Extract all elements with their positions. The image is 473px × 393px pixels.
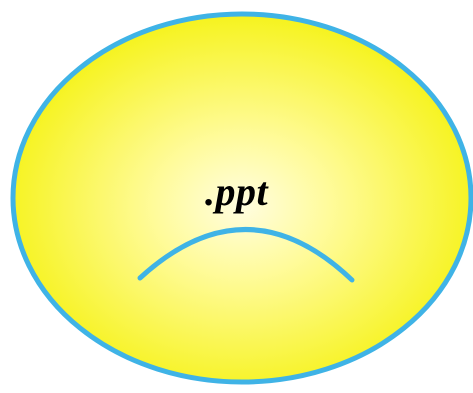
frown-mouth xyxy=(137,227,355,283)
face-ellipse xyxy=(10,11,473,385)
